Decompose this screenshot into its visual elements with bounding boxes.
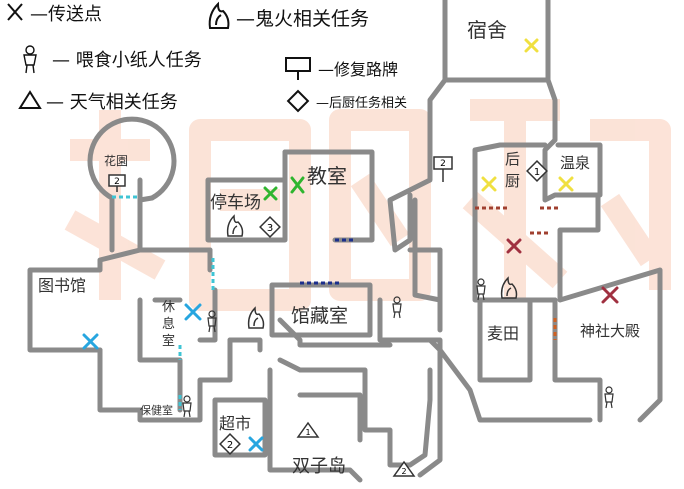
kitchen-markers [219, 160, 548, 455]
sign-icon-garden [108, 174, 126, 192]
diamond-number-supermarket: 2 [227, 440, 233, 451]
legend-ghostfire-label: —鬼火相关任务 [236, 8, 370, 30]
diamond-icon-parking [259, 216, 281, 238]
room-shrine-label: 神社大殿 [580, 322, 641, 340]
room-twin-island-label: 双子岛 [292, 456, 346, 477]
room-garden-label: 花園 [104, 154, 129, 168]
room-rest-label-c: 室 [162, 334, 176, 349]
door-markers [112, 195, 560, 410]
ghostfire-icon-field [500, 276, 518, 299]
teleport-legend-icon [7, 3, 23, 21]
paperdoll-icon-collection [392, 296, 402, 319]
room-hotspring-label: 温泉 [560, 154, 591, 172]
paperdoll-legend-icon [23, 45, 37, 74]
diamond-legend-icon [286, 89, 310, 113]
paperdoll-icon-field [476, 278, 486, 301]
teleport-parking-a [263, 186, 278, 201]
room-back-label-a: 后 [505, 150, 521, 168]
teleport-markers [82, 38, 619, 452]
room-rest-label-a: 休 [162, 300, 176, 315]
weather-markers [296, 421, 416, 477]
teleport-corridor [506, 238, 522, 254]
room-library-label: 图书馆 [38, 276, 87, 295]
sign-number-corridor: 2 [440, 159, 446, 169]
room-supermarket-label: 超市 [219, 414, 252, 433]
ghostfire-icon-hall [247, 306, 265, 329]
triangle-icon-twin-b [392, 460, 416, 477]
teleport-back [481, 176, 497, 192]
room-field-label: 麦田 [487, 324, 520, 343]
paperdoll-markers [182, 278, 614, 418]
room-rest-label-b: 息 [162, 317, 176, 332]
legend-sign-label: —修复路牌 [318, 60, 399, 79]
map-walls [27, 0, 663, 483]
room-back-label-b: 厨 [505, 172, 521, 190]
paperdoll-icon-clinic [182, 395, 192, 418]
triangle-legend-icon [18, 90, 42, 109]
room-clinic-label: 保健室 [140, 404, 173, 417]
legend-weather-label: — 天气相关任务 [46, 92, 178, 113]
teleport-shrine [601, 286, 619, 304]
sign-markers [108, 156, 453, 192]
room-collection-label: 馆藏室 [291, 305, 349, 327]
paperdoll-icon-shrine [604, 386, 614, 409]
legend-teleport-label: —传送点 [30, 4, 102, 25]
legend-kitchen-label: —后厨任务相关 [316, 96, 408, 111]
teleport-hotspring [558, 176, 574, 192]
teleport-rest [184, 303, 202, 321]
room-dorm-label: 宿舍 [467, 18, 507, 42]
diamond-icon-supermarket [219, 433, 241, 455]
room-classroom-label: 教室 [307, 164, 347, 188]
legend-paperdoll-label: — 喂食小纸人任务 [52, 50, 202, 71]
legend-icons [7, 1, 311, 113]
sign-icon-corridor [433, 156, 453, 182]
ghostfire-legend-icon [208, 1, 230, 29]
watermark [64, 99, 671, 311]
diamond-icon-back [526, 160, 548, 182]
paperdoll-icon-hall [207, 310, 217, 333]
diamond-number-parking: 3 [267, 223, 273, 234]
teleport-parking-b [290, 176, 305, 194]
diamond-number-back: 1 [534, 167, 540, 178]
sign-legend-icon [285, 57, 311, 80]
room-parking-label: 停车场 [210, 193, 261, 213]
teleport-dorm [524, 38, 539, 53]
sign-number-garden: 2 [114, 177, 120, 187]
teleport-supermarket [248, 436, 264, 452]
ghostfire-markers [226, 214, 518, 329]
triangle-number-twin-b: 2 [401, 467, 406, 476]
triangle-number-twin-a: 1 [305, 428, 310, 437]
ghostfire-icon-parking [226, 214, 244, 237]
triangle-icon-twin-a [296, 421, 320, 438]
teleport-library [82, 333, 99, 350]
